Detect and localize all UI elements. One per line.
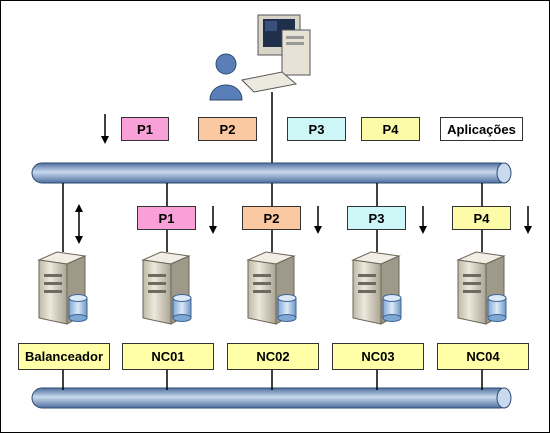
top-process-p4: P4 (361, 117, 420, 141)
node-process-p2: P2 (242, 206, 301, 230)
database-icon (487, 294, 507, 322)
node-label-nc01: NC01 (122, 343, 214, 370)
node-label-nc04: NC04 (437, 343, 529, 370)
node-label-nc03: NC03 (332, 343, 424, 370)
user-icon (209, 53, 243, 101)
node-down-arrow-icon (209, 206, 217, 234)
client-computer-icon (240, 14, 311, 93)
node-down-arrow-icon (419, 206, 427, 234)
node-process-p1: P1 (137, 206, 196, 230)
node-process-p3: P3 (347, 206, 406, 230)
top-down-arrow-icon (101, 114, 109, 144)
node-down-arrow-icon (314, 206, 322, 234)
legend-aplicacoes: Aplicações (440, 117, 523, 141)
top-process-p1: P1 (121, 117, 169, 141)
database-icon (68, 294, 88, 322)
top-process-p3: P3 (287, 117, 346, 141)
top-process-p2: P2 (198, 117, 257, 141)
database-icon (277, 294, 297, 322)
node-label-balanceador: Balanceador (18, 343, 110, 370)
database-icon (172, 294, 192, 322)
database-icon (382, 294, 402, 322)
node-process-p4: P4 (452, 206, 511, 230)
bottom-network-bus (31, 387, 512, 409)
node-down-arrow-icon (524, 206, 532, 234)
node-label-nc02: NC02 (227, 343, 319, 370)
balanceador-double-arrow-icon (75, 204, 83, 244)
top-network-bus (31, 162, 512, 184)
